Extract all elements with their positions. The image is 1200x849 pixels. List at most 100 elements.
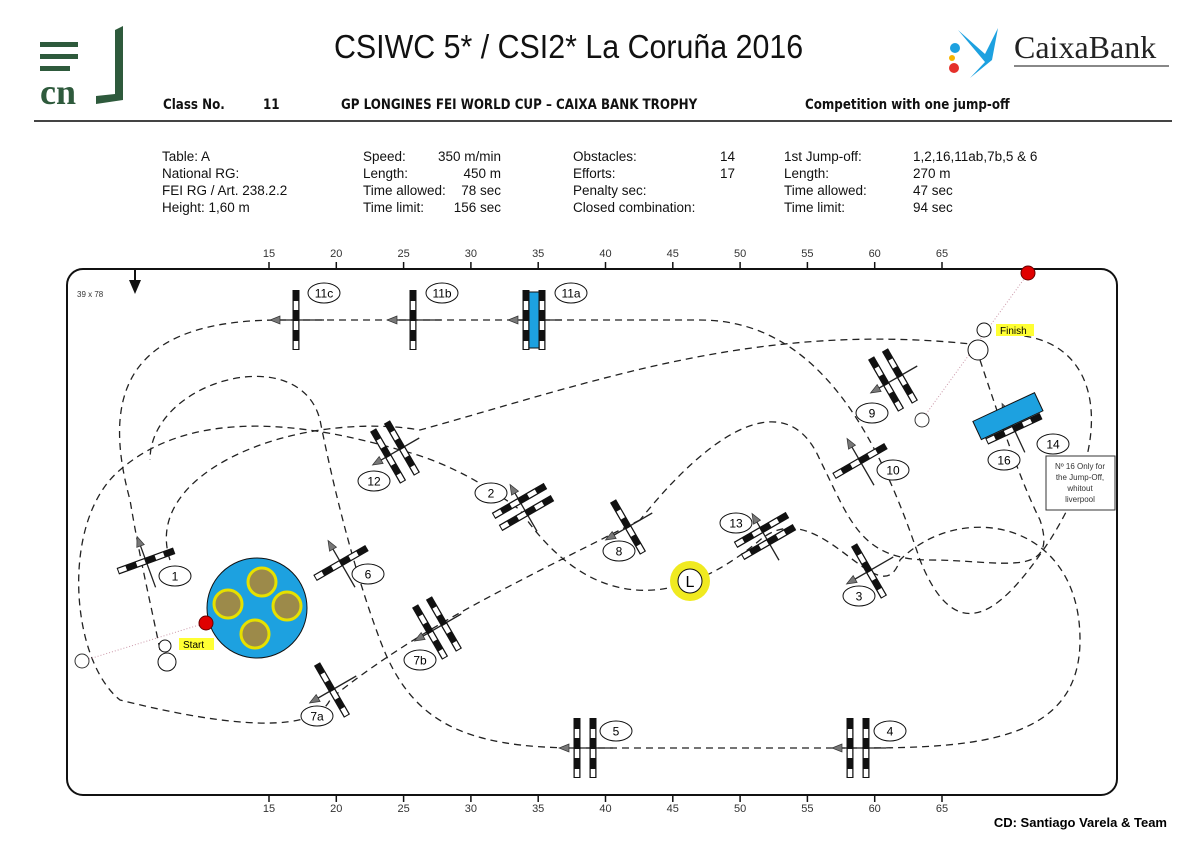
svg-text:7a: 7a	[310, 710, 324, 724]
direction-arrow-icon	[509, 483, 520, 496]
direction-arrow-icon	[604, 530, 617, 541]
obstacle-number: 16	[987, 449, 1021, 471]
svg-text:7b: 7b	[413, 654, 427, 668]
info-value: 156 sec	[453, 200, 501, 215]
svg-text:1: 1	[172, 570, 179, 584]
info-label: Obstacles:	[573, 149, 637, 164]
obstacle-number: 9	[855, 402, 889, 424]
svg-text:8: 8	[616, 545, 623, 559]
obstacle-13	[733, 511, 797, 561]
info-item: Table: A	[162, 149, 211, 164]
course-designer: CD: Santiago Varela & Team	[993, 815, 1167, 830]
ruler-tick-label: 45	[667, 803, 679, 815]
ruler-tick-label: 20	[330, 803, 342, 815]
direction-arrow-icon	[845, 574, 858, 585]
svg-text:6: 6	[365, 568, 372, 582]
obstacle-number: 3	[842, 585, 876, 607]
direction-arrow-icon	[507, 315, 519, 325]
obstacle-number: 11c	[307, 282, 341, 304]
obstacle-number: 6	[351, 563, 385, 585]
competition-type: Competition with one jump-off	[805, 97, 1010, 113]
obstacle-2	[491, 482, 555, 532]
obstacle-11b	[386, 290, 441, 350]
svg-text:11c: 11c	[315, 287, 333, 301]
svg-text:13: 13	[729, 517, 743, 531]
obstacle-number: 12	[357, 470, 391, 492]
info-value: 450 m	[463, 166, 501, 181]
ruler-tick-label: 55	[801, 803, 813, 815]
obstacle-8	[604, 499, 653, 555]
obstacle-7b	[412, 596, 462, 660]
info-value: 14	[720, 149, 736, 164]
caixabank-logo: CaixaBank	[949, 28, 1169, 78]
obstacle-11c	[269, 290, 324, 350]
finish-marker: Finish	[914, 265, 1036, 428]
start-marker: Start	[74, 615, 214, 672]
ruler-tick-label: 15	[263, 248, 275, 260]
info-label: Length:	[363, 166, 409, 181]
arena-size: 39 x 78	[77, 290, 104, 299]
ruler-tick-label: 40	[599, 248, 611, 260]
direction-arrow-icon	[831, 743, 843, 753]
obstacle-number: 2	[474, 482, 508, 504]
obstacle-16	[972, 392, 1044, 453]
info-value: 270 m	[913, 166, 951, 181]
svg-text:3: 3	[856, 590, 863, 604]
direction-arrow-icon	[136, 535, 145, 548]
svg-text:16: 16	[997, 454, 1011, 468]
direction-arrow-icon	[413, 631, 426, 642]
svg-text:11a: 11a	[561, 287, 580, 301]
obstacle-6	[313, 539, 369, 588]
svg-text:CaixaBank: CaixaBank	[1014, 29, 1156, 65]
ruler-tick-label: 30	[465, 803, 477, 815]
info-value: 78 sec	[461, 183, 501, 198]
ruler-tick-label: 15	[263, 803, 275, 815]
obstacle-5	[558, 718, 613, 778]
ruler-tick-label: 50	[734, 803, 746, 815]
info-label: Time limit:	[363, 200, 424, 215]
ruler-tick-label: 60	[869, 803, 881, 815]
obstacle-10	[832, 437, 888, 486]
ruler-tick-label: 25	[397, 248, 409, 260]
direction-arrow-icon	[751, 512, 762, 525]
page-title: CSIWC 5* / CSI2* La Coruña 2016	[334, 28, 804, 65]
svg-text:2: 2	[488, 487, 495, 501]
obstacle-number: 11b	[425, 282, 459, 304]
ruler-tick-label: 25	[397, 803, 409, 815]
direction-arrow-icon	[269, 315, 281, 325]
svg-text:12: 12	[367, 475, 381, 489]
obstacle-3	[845, 543, 894, 599]
info-label: 1st Jump-off:	[784, 149, 862, 164]
info-label: Length:	[784, 166, 830, 181]
direction-arrow-icon	[327, 539, 338, 552]
obstacle-number: 4	[873, 720, 907, 742]
arena-border	[66, 268, 1118, 796]
direction-arrow-icon	[386, 315, 398, 325]
info-value: 350 m/min	[437, 149, 501, 164]
obstacle-7a	[308, 662, 357, 718]
ruler-tick-label: 35	[532, 248, 544, 260]
info-value: 1,2,16,11ab,7b,5 & 6	[913, 149, 1038, 164]
ruler-tick-label: 60	[869, 248, 881, 260]
info-label: Efforts:	[573, 166, 616, 181]
obstacle-9	[868, 348, 918, 412]
class-label: Class No.	[163, 97, 225, 113]
svg-text:14: 14	[1046, 438, 1060, 452]
direction-arrow-icon	[558, 743, 570, 753]
entrance-arrow-icon	[129, 280, 141, 294]
svg-text:11b: 11b	[432, 287, 451, 301]
direction-arrow-icon	[371, 455, 384, 466]
cn-logo: cn	[40, 26, 123, 112]
info-label: Closed combination:	[573, 200, 696, 215]
svg-text:Finish: Finish	[1000, 326, 1027, 337]
obstacle-number: 7a	[300, 705, 334, 727]
obstacle-number: 10	[876, 459, 910, 481]
svg-text:L: L	[686, 574, 695, 591]
obstacle-number: 14	[1036, 433, 1070, 455]
obstacle-number: 1	[158, 565, 192, 587]
divider	[34, 120, 1172, 122]
